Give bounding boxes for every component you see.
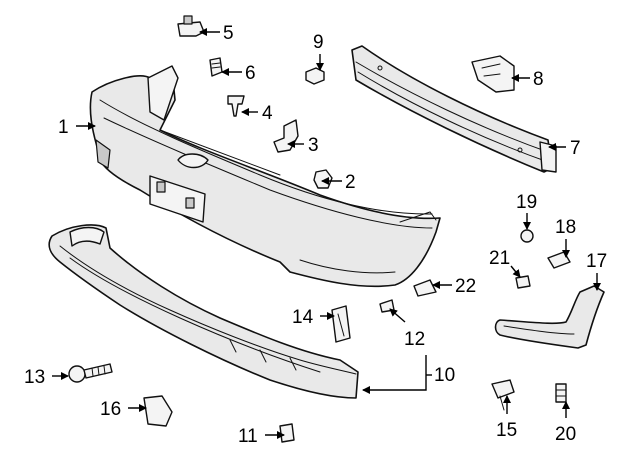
side-molding [494,285,605,349]
callout-7: 7 [570,138,581,159]
lower-valance [48,224,359,399]
callout-17: 17 [586,251,607,272]
callout-9: 9 [313,32,324,53]
bolt-part-13 [68,363,113,383]
callout-22: 22 [455,276,476,297]
callout-5: 5 [223,23,234,44]
callout-16: 16 [100,399,121,420]
callout-12: 12 [404,329,425,350]
leader-lines [52,28,601,439]
callout-20: 20 [555,424,576,445]
leader-12 [389,308,406,323]
reinforcement-bar [351,45,557,173]
bracket-part-16 [143,395,173,427]
callout-18: 18 [555,217,576,238]
screw-part-6 [209,57,223,77]
bracket-part-8 [471,55,515,93]
screw-part-20 [555,383,567,403]
callout-21: 21 [489,248,510,269]
callout-4: 4 [262,103,273,124]
bumper-cover [89,65,441,288]
clip-part-22 [413,279,437,297]
callout-11: 11 [238,426,258,447]
bolt-part-15 [491,379,515,411]
callout-8: 8 [533,69,544,90]
nut-part-19 [520,229,534,243]
callout-6: 6 [245,63,256,84]
leader-21 [510,265,521,278]
retainer-part-4 [227,95,245,117]
leader-10a [362,355,427,394]
callout-labels: 1 2 3 4 5 6 7 8 9 10 11 12 13 14 15 16 1… [24,23,607,447]
clip-part-21 [515,275,531,289]
callout-2: 2 [345,172,356,193]
nut-part-9 [305,67,325,85]
clip-part-2 [313,169,333,189]
callout-19: 19 [516,192,537,213]
callout-13: 13 [24,367,45,388]
screw-part-11 [279,423,295,443]
bracket-part-14 [331,305,351,343]
callout-15: 15 [496,420,517,441]
callout-3: 3 [308,135,319,156]
callout-14: 14 [292,307,314,328]
callout-10: 10 [434,365,455,386]
callout-1: 1 [58,117,69,138]
bracket-part-3 [273,119,299,153]
fastener-part-5 [177,15,205,37]
